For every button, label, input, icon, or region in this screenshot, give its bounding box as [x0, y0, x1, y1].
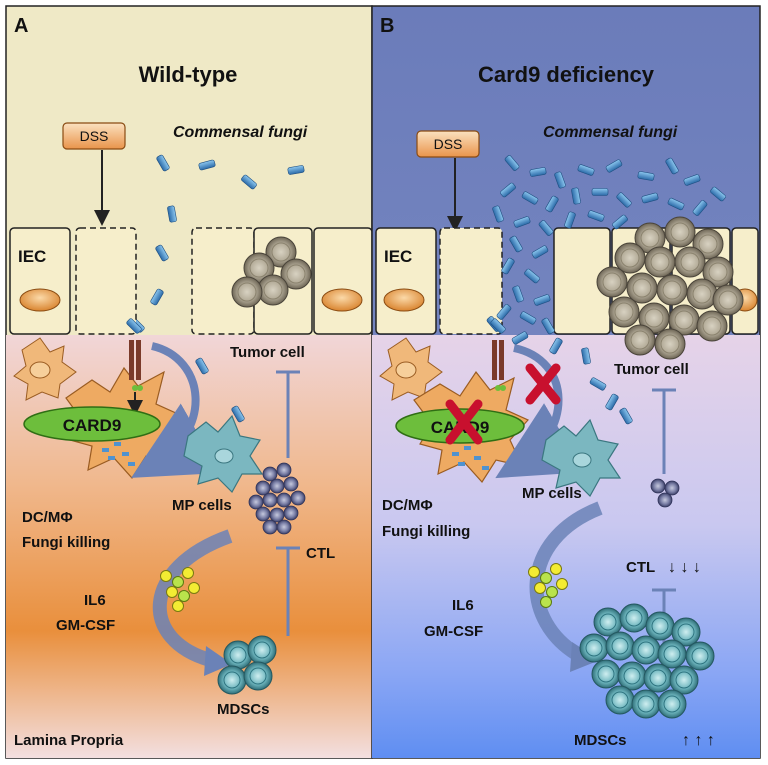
- il6-label: IL6: [84, 592, 106, 609]
- il6-label: IL6: [452, 597, 474, 614]
- card9-label: CARD9: [63, 416, 122, 435]
- killing-cross-icon: [525, 363, 561, 405]
- dectin-receptor: [492, 340, 497, 380]
- fungi-label: Commensal fungi: [173, 124, 308, 141]
- iec-label: IEC: [18, 247, 46, 266]
- mdsc-increase-arrows: ↑ ↑ ↑: [682, 732, 715, 749]
- mp-label: MP cells: [522, 485, 582, 502]
- killing-label: Fungi killing: [382, 523, 470, 540]
- panel-a-title: Wild-type: [139, 62, 238, 87]
- dss-label: DSS: [434, 136, 463, 152]
- panel-b: B Card9 deficiency DSS Commensal fungi I…: [371, 5, 761, 759]
- tumor-label: Tumor cell: [614, 361, 689, 378]
- dss-label: DSS: [80, 128, 109, 144]
- killing-label: Fungi killing: [22, 534, 110, 551]
- ctl-label: CTL: [306, 545, 335, 562]
- mdsc-label: MDSCs: [217, 701, 270, 718]
- panel-a-letter: A: [14, 15, 28, 37]
- tumor-label: Tumor cell: [230, 344, 305, 361]
- dectin-receptor: [129, 340, 134, 380]
- mdsc-label: MDSCs: [574, 732, 627, 749]
- dss-box: [416, 130, 480, 158]
- lamina-label: Lamina Propria: [14, 732, 124, 749]
- dc-label: DC/MΦ: [382, 497, 433, 514]
- dc-label: DC/MΦ: [22, 509, 73, 526]
- cytokines: [528, 563, 568, 608]
- dss-box: [62, 122, 126, 150]
- card9-cross-icon: [445, 399, 483, 445]
- ctl-label: CTL: [626, 559, 655, 576]
- fungi-label: Commensal fungi: [543, 124, 678, 141]
- iec-label: IEC: [384, 247, 412, 266]
- cytokines: [160, 567, 200, 612]
- panel-a: A Wild-type DSS Commensal fungi: [5, 5, 373, 759]
- ctl-decrease-arrows: ↓ ↓ ↓: [668, 559, 701, 576]
- gmcsf-label: GM-CSF: [424, 623, 483, 640]
- mdsc-induction-arrow: [529, 501, 603, 663]
- gmcsf-label: GM-CSF: [56, 617, 115, 634]
- killing-arrow: [131, 342, 221, 478]
- mp-label: MP cells: [172, 497, 232, 514]
- fungi-phagocytosed: [452, 446, 489, 470]
- panel-b-letter: B: [380, 15, 394, 37]
- mdsc-induction-arrow: [152, 529, 233, 667]
- panel-b-title: Card9 deficiency: [478, 62, 655, 87]
